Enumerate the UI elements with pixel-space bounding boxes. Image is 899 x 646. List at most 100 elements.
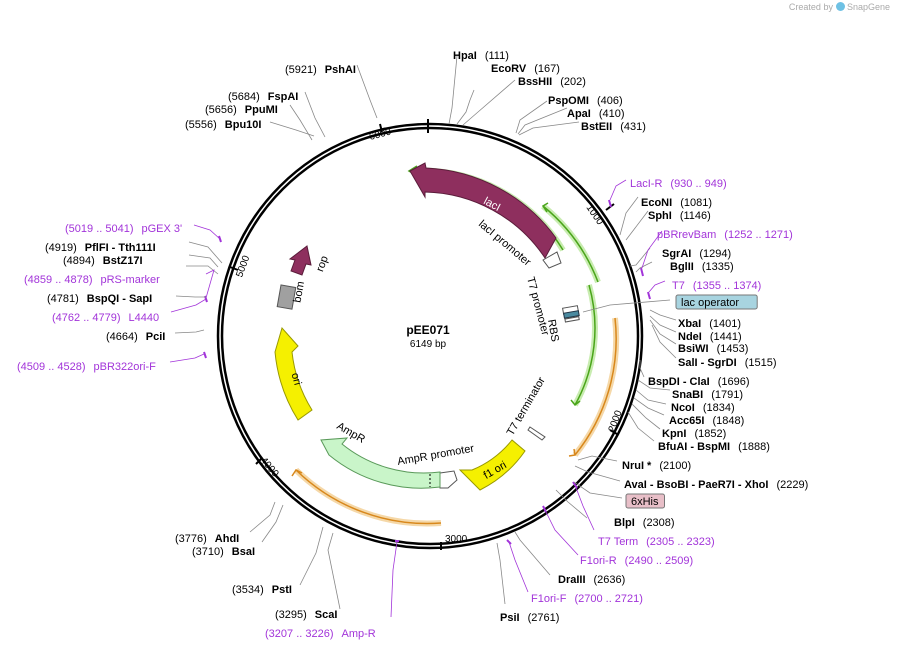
site-label-46[interactable]: (5556)Bpu10I <box>185 119 261 131</box>
RBS-feature[interactable] <box>564 316 580 323</box>
site-label-7[interactable]: EcoNI(1081) <box>641 197 712 209</box>
site-position: (2308) <box>643 517 675 529</box>
site-position: (3295) <box>275 609 307 621</box>
site-label-34[interactable]: (3295) ScaI <box>275 609 337 621</box>
primer-label-38[interactable]: (4509 .. 4528)pBR322ori-F <box>17 361 156 373</box>
site-position: (410) <box>599 108 625 120</box>
site-name: SalI - SgrDI <box>678 357 737 369</box>
site-position: (5656) <box>205 104 237 116</box>
site-label-24[interactable]: NruI *(2100) <box>622 460 691 472</box>
site-position: (5019 .. 5041) <box>65 223 134 235</box>
plasmid-backbone <box>216 122 644 550</box>
site-label-19[interactable]: SnaBI(1791) <box>672 389 743 401</box>
site-name: PstI <box>272 584 292 596</box>
site-label-44[interactable]: (4919)PflFI - Tth111I <box>45 242 156 254</box>
site-label-4[interactable]: ApaI(410) <box>567 108 625 120</box>
site-label-41[interactable]: (4781)BspQI - SapI <box>47 293 152 305</box>
site-label-49[interactable]: (5921) PshAI <box>285 64 356 76</box>
site-label-11[interactable]: BglII(1335) <box>670 261 734 273</box>
primer-label-31[interactable]: F1ori-F(2700 .. 2721) <box>531 593 643 605</box>
lac-operator-feature[interactable] <box>563 310 580 319</box>
lacI-feature[interactable] <box>409 162 557 259</box>
site-label-18[interactable]: BspDI - ClaI(1696) <box>648 376 750 388</box>
primer-label-42[interactable]: (4859 .. 4878)pRS-marker <box>24 274 160 286</box>
ori-feature[interactable] <box>274 326 313 421</box>
site-label-8[interactable]: SphI(1146) <box>648 210 711 222</box>
site-label-23[interactable]: BfuAI - BspMI(1888) <box>658 441 770 453</box>
orf-arcs <box>293 167 620 527</box>
site-name: ScaI <box>315 609 338 621</box>
plasmid-length: 6149 bp <box>410 339 447 350</box>
site-name: SnaBI <box>672 389 703 401</box>
site-label-10[interactable]: SgrAI(1294) <box>662 248 731 260</box>
site-label-22[interactable]: KpnI(1852) <box>662 428 726 440</box>
site-label-2[interactable]: BssHII(202) <box>518 76 586 88</box>
feature-box-13[interactable] <box>675 294 758 310</box>
site-name: LacI-R <box>630 178 662 190</box>
bom-feature[interactable] <box>276 284 297 310</box>
site-label-35[interactable]: (3534)PstI <box>232 584 292 596</box>
site-position: (1146) <box>680 210 711 222</box>
site-name: DraIII <box>558 574 586 586</box>
site-position: (2700 .. 2721) <box>574 593 643 605</box>
site-position: (3207 .. 3226) <box>265 628 334 640</box>
AmpR-feature[interactable] <box>320 437 441 489</box>
primer-label-29[interactable]: F1ori-R(2490 .. 2509) <box>580 555 693 567</box>
feature-box-label-13: lac operator <box>681 297 739 309</box>
primer-label-12[interactable]: T7(1355 .. 1374) <box>672 280 761 292</box>
site-label-16[interactable]: BsiWI(1453) <box>678 343 748 355</box>
site-position: (2100) <box>659 460 691 472</box>
primer-label-9[interactable]: pBRrevBam(1252 .. 1271) <box>657 229 793 241</box>
site-label-15[interactable]: NdeI(1441) <box>678 331 742 343</box>
site-label-32[interactable]: PsiI(2761) <box>500 612 559 624</box>
AmpR-promoter-label: AmpR promoter <box>396 443 475 468</box>
site-label-14[interactable]: XbaI(1401) <box>678 318 741 330</box>
lacI-promoter-feature[interactable] <box>542 251 562 269</box>
plasmid-name: pEE071 <box>406 323 450 337</box>
site-label-21[interactable]: Acc65I(1848) <box>669 415 744 427</box>
site-label-37[interactable]: (3776)AhdI <box>175 533 239 545</box>
primer-label-33[interactable]: (3207 .. 3226) Amp-R <box>265 628 376 640</box>
site-label-0[interactable]: HpaI(111) <box>453 50 509 62</box>
site-position: (111) <box>485 50 509 62</box>
site-label-25[interactable]: AvaI - BsoBI - PaeR7I - XhoI(2229) <box>624 479 808 491</box>
site-label-39[interactable]: (4664)PciI <box>106 331 165 343</box>
site-name: BssHII <box>518 76 552 88</box>
site-label-1[interactable]: EcoRV(167) <box>491 63 560 75</box>
site-label-36[interactable]: (3710)BsaI <box>192 546 255 558</box>
site-name: PshAI <box>325 64 356 76</box>
feature-box-label-26: 6xHis <box>631 496 659 508</box>
site-label-30[interactable]: DraIII(2636) <box>558 574 625 586</box>
site-label-17[interactable]: SalI - SgrDI(1515) <box>678 357 776 369</box>
site-position: (5921) <box>285 64 317 76</box>
f1-ori-feature[interactable] <box>458 439 526 491</box>
primer-label-40[interactable]: (4762 .. 4779)L4440 <box>52 312 159 324</box>
site-name: AhdI <box>215 533 239 545</box>
site-label-47[interactable]: (5656)PpuMI <box>205 104 278 116</box>
AmpR-promoter-feature[interactable] <box>439 470 458 489</box>
site-label-3[interactable]: PspOMI(406) <box>548 95 623 107</box>
rop-feature[interactable] <box>288 245 312 276</box>
leader-lines <box>174 55 677 610</box>
site-name: Bpu10I <box>225 119 262 131</box>
site-label-27[interactable]: BlpI(2308) <box>614 517 675 529</box>
feature-box-26[interactable] <box>625 493 665 509</box>
site-name: PflFI - Tth111I <box>85 242 156 254</box>
site-position: (4781) <box>47 293 79 305</box>
site-name: pRS-marker <box>101 274 161 286</box>
primer-label-6[interactable]: LacI-R(930 .. 949) <box>630 178 727 190</box>
RBS-label: RBS <box>545 318 561 342</box>
site-label-48[interactable]: (5684)FspAI <box>228 91 298 103</box>
tick-2000: 2000 <box>607 409 625 434</box>
bom-label: bom <box>292 280 308 303</box>
site-name: Amp-R <box>342 628 376 640</box>
primer-label-45[interactable]: (5019 .. 5041)pGEX 3' <box>65 223 182 235</box>
primer-label-28[interactable]: T7 Term(2305 .. 2323) <box>598 536 715 548</box>
site-label-20[interactable]: NcoI(1834) <box>671 402 735 414</box>
T7-terminator-feature[interactable] <box>527 426 546 441</box>
site-position: (5684) <box>228 91 260 103</box>
site-name: pBR322ori-F <box>94 361 157 373</box>
site-label-5[interactable]: BstEII(431) <box>581 121 646 133</box>
site-label-43[interactable]: (4894)BstZ17I <box>63 255 143 267</box>
